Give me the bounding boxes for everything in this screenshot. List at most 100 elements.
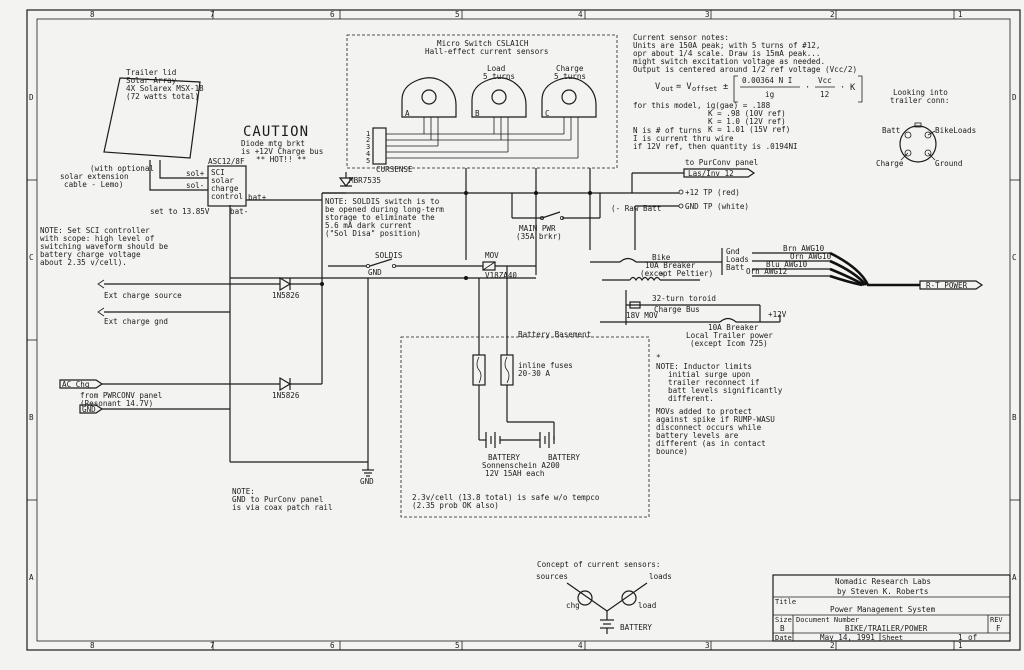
svg-text:is via coax patch rail: is via coax patch rail — [232, 503, 333, 512]
ac-gnd-label: GND — [82, 405, 96, 414]
charge-bus-label: Charge Bus — [654, 305, 700, 314]
concept-loads: loads — [649, 572, 672, 581]
gnd-flag — [79, 404, 104, 414]
svg-text:(with optional: (with optional — [90, 164, 154, 173]
svg-text:cable - Lemo): cable - Lemo) — [64, 180, 123, 189]
gnd-label-mid: GND — [368, 268, 382, 277]
col-label: 4 — [578, 641, 583, 650]
svg-text:might switch excitation voltag: might switch excitation voltage as neede… — [633, 57, 825, 66]
controller-text: SCI solar charge control — [211, 168, 243, 201]
svg-text:storage to eliminate the: storage to eliminate the — [325, 213, 435, 222]
col-label: 4 — [578, 10, 583, 19]
battery-1 — [479, 432, 540, 448]
col-label: 3 — [705, 641, 710, 650]
sensor-box — [346, 34, 618, 169]
sensor-B: B — [471, 77, 527, 118]
svg-text:K = 1.0 (12V ref): K = 1.0 (12V ref) — [708, 117, 786, 126]
svg-text:MOVs added to protect: MOVs added to protect — [656, 407, 752, 416]
main-pwr-label: MAIN PWR — [519, 224, 556, 233]
conn-charge: Charge — [876, 159, 904, 168]
cursense-label: CURSENSE — [376, 165, 413, 174]
bat-plus-label: bat+ — [248, 193, 267, 202]
concept-load: load — [638, 601, 656, 610]
inner-border — [36, 18, 1011, 642]
bat-minus-label: bat- — [230, 207, 248, 216]
row-label: D — [29, 93, 34, 102]
raw-batt-label: (- Raw Batt — [611, 204, 661, 213]
svg-text:NOTE: Set SCI controller: NOTE: Set SCI controller — [40, 226, 150, 235]
svg-text:be opened during long-term: be opened during long-term — [325, 205, 444, 214]
battery-mfr: Sonnenschein A200 — [482, 461, 560, 470]
sensor-title-2: Hall-effect current sensors — [425, 47, 548, 56]
svg-text:GND to PurConv panel: GND to PurConv panel — [232, 495, 323, 504]
sensor-title-1: Micro Switch CSLA1CH — [437, 39, 529, 48]
svg-text:K = .98 (10V ref): K = .98 (10V ref) — [708, 109, 786, 118]
caution-title: CAUTION — [243, 124, 309, 140]
svg-text:NOTE:: NOTE: — [232, 487, 255, 496]
sensor-C: C — [541, 77, 597, 118]
svg-text:Trailer lid: Trailer lid — [126, 68, 176, 77]
row-label: A — [1012, 573, 1017, 582]
caution-text: Diode mtg brkt is +12V Charge bus ** HOT… — [241, 139, 323, 164]
pwrconv-from: from PWRCONV panel — [80, 391, 162, 400]
bike-breaker: 10A Breaker — [645, 261, 696, 270]
svg-text:3: 3 — [366, 143, 370, 151]
svg-text:K: K — [850, 83, 856, 93]
svg-text:battery charge voltage: battery charge voltage — [40, 250, 141, 259]
conn-bikeloads: BikeLoads — [935, 126, 976, 135]
svg-text:charge: charge — [211, 184, 239, 193]
svg-text:for this model, ig(gae) = .188: for this model, ig(gae) = .188 — [633, 101, 771, 110]
bike-gnd: Gnd — [726, 247, 740, 256]
svg-text:B: B — [475, 109, 480, 118]
svg-text:A: A — [405, 109, 410, 118]
size-value: B — [780, 624, 785, 633]
sensor-A: A — [401, 77, 457, 118]
trailer-conn-title-2: trailer conn: — [890, 96, 949, 105]
soldis-note: NOTE: SOLDIS switch is to be opened duri… — [325, 197, 444, 238]
border-col-labels-bottom: 8 7 6 5 4 3 2 1 — [90, 641, 963, 650]
battery-label-2: BATTERY — [548, 453, 580, 462]
svg-text:if 12V ref, then quantity is .: if 12V ref, then quantity is .0194NI — [633, 142, 798, 151]
docnum-value: BIKE/TRAILER/POWER — [845, 624, 928, 633]
title-block: Nomadic Research Labs by Steven K. Rober… — [772, 574, 1011, 642]
ext-charge-source: Ext charge source — [104, 291, 182, 300]
date-lbl: Date — [775, 634, 792, 642]
mov-label: MOV — [485, 251, 499, 260]
size-lbl: Size — [775, 616, 792, 624]
gnd-note: NOTE: GND to PurConv panel is via coax p… — [232, 487, 333, 512]
svg-text:4: 4 — [366, 150, 370, 158]
row-label: B — [1012, 413, 1017, 422]
tpgnd-label: GND TP (white) — [685, 202, 749, 211]
svg-text:Current sensor notes:: Current sensor notes: — [633, 33, 729, 42]
outer-border — [26, 9, 1021, 651]
toroid-label: 32-turn toroid — [652, 294, 716, 303]
sheet-value: 1 — [958, 633, 963, 642]
diode-bottom-label: 1N5826 — [272, 391, 300, 400]
wire-orn-awg10: Orn AWG10 — [790, 252, 832, 261]
border-ticks — [27, 10, 1020, 650]
svg-text:*: * — [656, 353, 661, 362]
col-label: 7 — [210, 10, 215, 19]
bike-batt: Batt — [726, 263, 744, 272]
title-lbl: Title — [775, 598, 796, 606]
concept-chg: chg — [566, 601, 580, 610]
svg-text:("Sol Disa" position): ("Sol Disa" position) — [325, 229, 421, 238]
solar-controller — [207, 165, 247, 207]
current-sensor-notes: Current sensor notes: Units are 150A pea… — [633, 33, 857, 74]
col-label: 1 — [958, 641, 963, 650]
svg-text:4X Solarex MSX-18: 4X Solarex MSX-18 — [126, 84, 204, 93]
rev-lbl: REV — [990, 616, 1003, 624]
svg-text:about 2.35 v/cell).: about 2.35 v/cell). — [40, 258, 127, 267]
star-mark: * — [660, 271, 665, 280]
svg-text:out: out — [661, 85, 674, 93]
svg-text:= V: = V — [676, 82, 692, 92]
date-value: May 14, 1991 — [820, 633, 875, 642]
svg-text:I is current thru wire: I is current thru wire — [633, 134, 734, 143]
fuses-label: inline fuses — [518, 361, 573, 370]
row-label: B — [29, 413, 34, 422]
svg-text:Solar Array: Solar Array — [126, 76, 177, 85]
title-by: by Steven K. Roberts — [837, 587, 928, 596]
load-sensor-label: Load — [487, 64, 505, 73]
soldis-label: SOLDIS — [375, 251, 403, 260]
concept-sources: sources — [536, 572, 568, 581]
